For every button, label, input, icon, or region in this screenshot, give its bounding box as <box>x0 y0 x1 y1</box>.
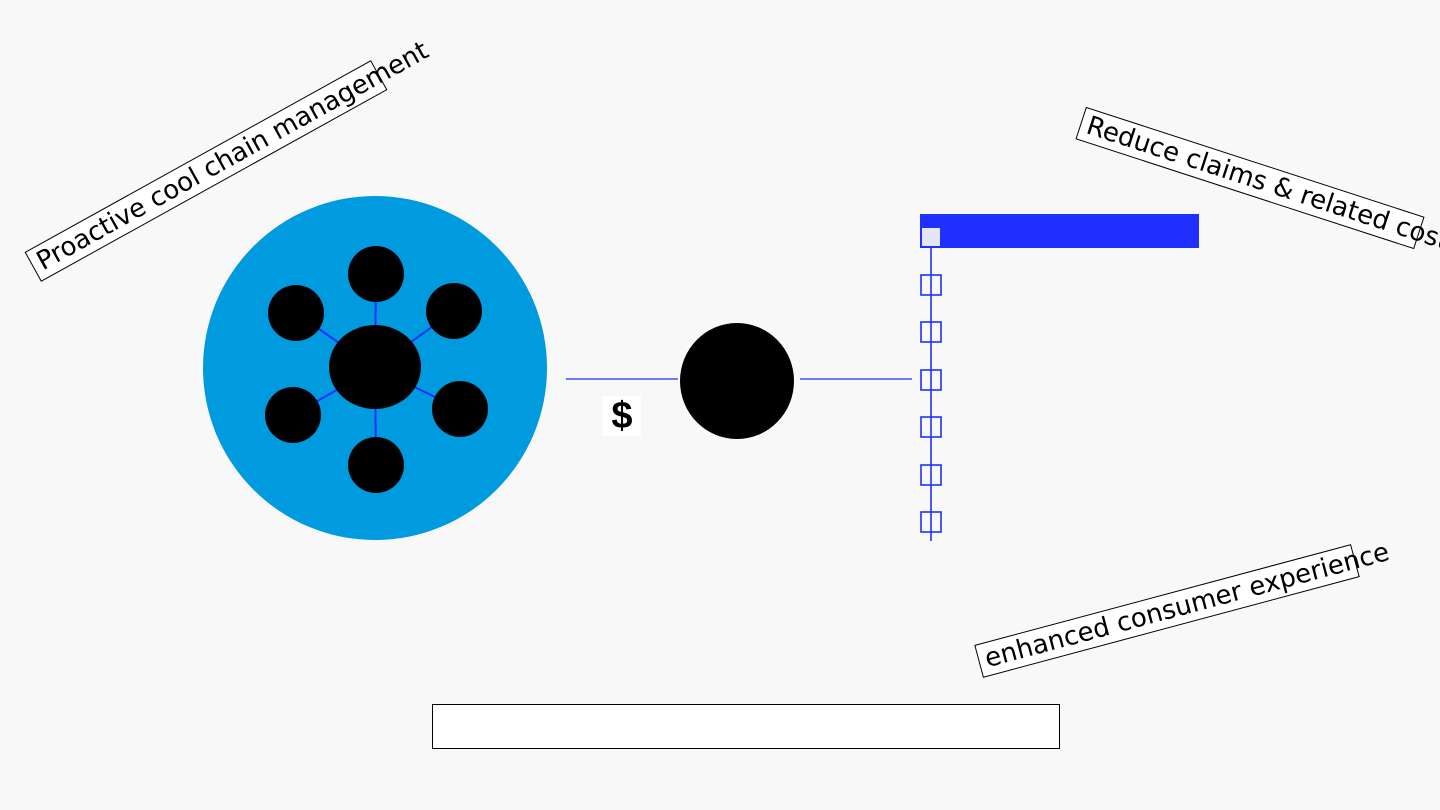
hub-node-top <box>348 246 404 302</box>
checklist-ladder-icon <box>920 238 942 541</box>
ladder-box-4 <box>920 416 942 438</box>
hub-node-upper-left <box>268 285 324 341</box>
ladder-box-2 <box>920 321 942 343</box>
blue-header-bar <box>920 214 1199 248</box>
blue-bar-handle <box>922 228 940 246</box>
hub-node-bottom <box>348 437 404 493</box>
hub-center-node <box>329 325 421 409</box>
hub-node-lower-right <box>432 381 488 437</box>
hub-node-upper-right <box>426 283 482 339</box>
ladder-box-6 <box>920 511 942 533</box>
bottom-text-field[interactable] <box>432 704 1060 749</box>
center-node-icon <box>680 323 794 439</box>
ladder-box-3 <box>920 369 942 391</box>
hub-node-lower-left <box>265 387 321 443</box>
ladder-box-1 <box>920 274 942 296</box>
ladder-box-5 <box>920 464 942 486</box>
dollar-icon: $ <box>603 396 641 436</box>
